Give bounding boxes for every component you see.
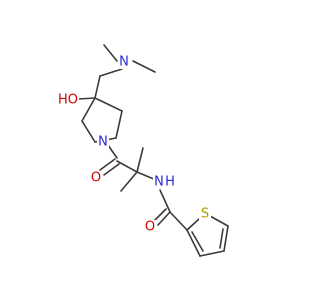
bond-ring-c2-c3 — [81, 97, 96, 122]
atom-n-dimethylamino: N — [119, 55, 129, 70]
atom-o-amide1: O — [91, 171, 101, 186]
bond-ring-c4-c5 — [115, 110, 123, 139]
atom-h-amide: H — [165, 175, 175, 190]
bond-thio-c5-c4-inner — [219, 228, 224, 249]
atom-labels: N HO N O N H O S — [57, 55, 211, 235]
bond-carbonyl1-o-a — [99, 158, 116, 171]
bond-thio-c4-c3 — [199, 250, 225, 257]
molecule-canvas: N HO N O N H O S — [57, 44, 229, 257]
bond-ch2-c3 — [94, 75, 101, 99]
atom-n-pyrrolidine: N — [98, 135, 108, 150]
bond-carbonyl2-o-a — [157, 211, 171, 226]
bond-carbonyl1-o-b — [103, 163, 120, 176]
bond-n-methyl1 — [103, 44, 118, 62]
atom-o-amide2: O — [145, 220, 155, 235]
bond-c3-oh — [77, 97, 96, 100]
bond-cq-methyl-top — [136, 147, 144, 173]
bond-ring-c3-c4 — [94, 97, 123, 112]
bond-n-methyl2 — [132, 60, 156, 73]
bond-cq-nh — [136, 171, 157, 181]
bonds — [77, 44, 229, 257]
bond-cq-methyl-down — [120, 171, 138, 192]
bond-n-carbonyl1 — [107, 144, 118, 159]
bond-carbonyl2-thiophene — [169, 211, 188, 231]
bond-thio-s-c5 — [209, 215, 229, 227]
bond-thio-c3-c2 — [186, 229, 201, 257]
molecule-structure: N HO N O N H O S — [57, 44, 229, 257]
bond-n-ch2 — [99, 68, 123, 77]
bond-carbonyl1-cq — [116, 160, 138, 173]
bond-thio-c2-s — [186, 218, 200, 231]
bond-carbonyl2-o-b — [153, 208, 167, 222]
bond-nh-carbonyl2 — [159, 189, 171, 213]
atom-s-thiophene: S — [201, 207, 209, 222]
bond-ring-n-c2 — [81, 120, 96, 143]
bond-thio-c3-c2-inner — [191, 231, 204, 252]
atom-n-amide: N — [154, 175, 164, 190]
atom-hydroxyl: HO — [58, 93, 78, 108]
bond-thio-c5-c4 — [223, 225, 229, 252]
